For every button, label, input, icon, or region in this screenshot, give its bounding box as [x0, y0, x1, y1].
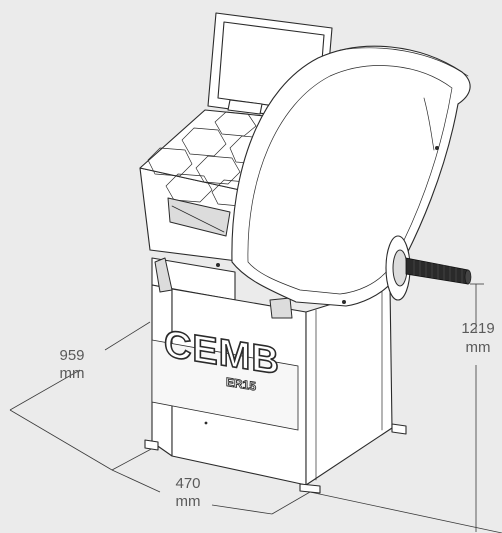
- threaded-shaft: [405, 257, 469, 285]
- foot-left: [144, 439, 159, 451]
- foot-right: [391, 423, 407, 435]
- width-dimension-extension-right: [271, 491, 311, 515]
- guard-outer-shell: [231, 45, 471, 307]
- guard-top-rim: [339, 47, 469, 77]
- bracket-left: [154, 257, 173, 293]
- depth-dimension-line-lower: [9, 369, 81, 411]
- screw-dot: [256, 344, 260, 348]
- screw-dot: [204, 421, 208, 425]
- wheel-shaft-assembly: [385, 235, 472, 301]
- width-unit: mm: [176, 493, 201, 510]
- width-dimension-extension-left: [111, 446, 156, 471]
- brand-plate-background: [151, 339, 299, 431]
- guard-pivot: [216, 263, 220, 267]
- width-value: 470: [175, 475, 200, 492]
- depth-value: 959: [59, 347, 84, 364]
- guard-hinge-line: [423, 97, 435, 151]
- cabinet-right-face: [305, 285, 393, 486]
- height-baseline-extension: [309, 491, 502, 533]
- tray-slot: [167, 197, 231, 237]
- guard-pivot: [435, 146, 439, 150]
- shaft-threads: [413, 260, 463, 283]
- depth-dimension-extension: [9, 409, 113, 471]
- depth-dimension: 959 mm: [9, 321, 151, 471]
- guard-inner-edge: [247, 65, 453, 295]
- shaft-end: [464, 269, 472, 285]
- tray-slot-edge: [171, 205, 225, 233]
- depth-dimension-line-upper: [104, 321, 151, 351]
- width-dimension: 470 mm: [111, 446, 502, 533]
- width-dimension-line-left: [111, 469, 161, 493]
- guard-pivot: [342, 300, 346, 304]
- monitor-stand: [227, 99, 263, 115]
- width-dimension-line-right: [211, 504, 273, 515]
- shaft-flange-hub: [392, 249, 408, 287]
- model-label: ER15: [226, 375, 256, 394]
- depth-unit: mm: [60, 365, 85, 382]
- bracket-center: [269, 297, 293, 319]
- wheel-guard: [216, 45, 471, 307]
- foot-front: [299, 483, 321, 494]
- height-value: 1219: [461, 320, 494, 337]
- height-unit: mm: [466, 339, 491, 356]
- height-dimension: 1219 mm: [461, 283, 495, 532]
